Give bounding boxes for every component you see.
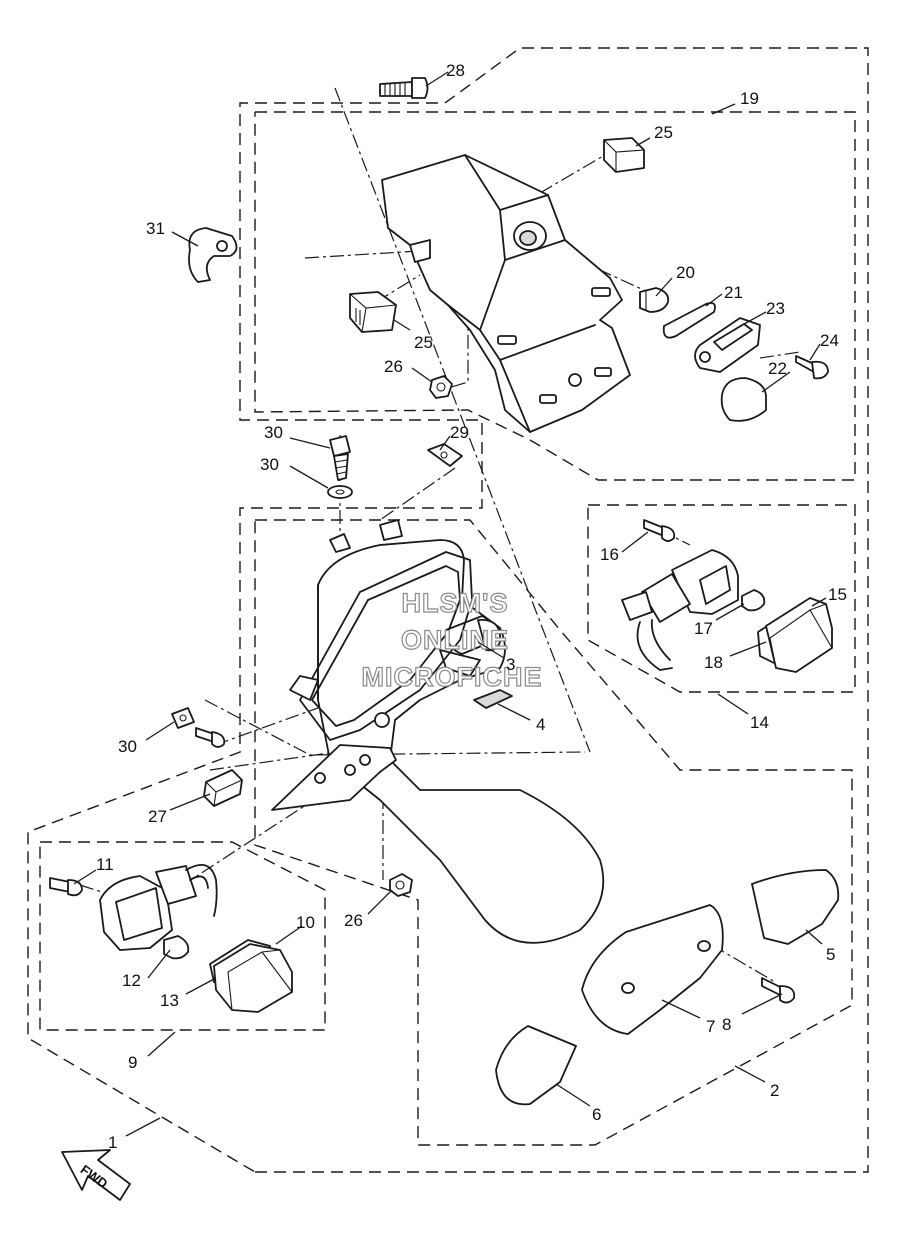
callout-labels: 28 19 25 31 20 21 23 25 24 26 22 30 29 3… [96, 61, 847, 1152]
callout-3: 3 [506, 655, 515, 674]
bolt-31 [329, 435, 351, 481]
boundary-group-9 [39, 841, 326, 1031]
lens-15 [765, 597, 833, 673]
gasket-21 [662, 302, 716, 339]
callout-22: 22 [768, 359, 787, 378]
callout-7: 7 [706, 1017, 715, 1036]
callout-33: 31 [146, 219, 165, 238]
callout-17: 17 [694, 619, 713, 638]
callout-11: 11 [96, 855, 114, 874]
bulb-20 [639, 287, 670, 313]
assembly-boundaries [27, 47, 869, 1173]
bolt-29 [379, 77, 429, 99]
nut-clip-30-upper [427, 443, 463, 467]
leader-lines [73, 71, 827, 1137]
tail-bulb-socket-3 [439, 615, 501, 677]
callout-8: 8 [722, 1015, 731, 1034]
forward-direction-arrow: FWD [61, 1149, 131, 1201]
screw-11 [49, 877, 83, 897]
rubber-pad-4 [473, 689, 513, 709]
flasher-body-14 [621, 549, 739, 671]
bulb-17 [741, 589, 766, 612]
callout-21: 21 [724, 283, 743, 302]
boundary-group-14 [587, 504, 856, 693]
nut-27 [389, 873, 413, 897]
screw-16 [643, 519, 676, 542]
watermark: HLSM'S ONLINE MICROFICHE [361, 587, 543, 692]
bulb-12 [163, 935, 190, 960]
washer-32 [327, 485, 353, 499]
watermark-line-3: MICROFICHE [362, 662, 543, 692]
callout-20: 20 [676, 263, 695, 282]
callout-28: 27 [148, 807, 167, 826]
callout-18: 18 [704, 653, 723, 672]
screw-24 [795, 355, 829, 380]
rubber-block-25-upper [603, 137, 645, 173]
boundary-group-19 [254, 111, 856, 481]
clamp-33 [188, 227, 238, 283]
callout-25-upper: 25 [654, 123, 673, 142]
callout-14: 14 [750, 713, 769, 732]
boundary-group-1 [27, 47, 869, 1173]
screw-30-lower [195, 727, 226, 748]
lens-22 [720, 377, 767, 422]
callout-10: 10 [296, 913, 315, 932]
tail-lamp-frame [289, 551, 473, 741]
callout-23: 23 [766, 299, 785, 318]
rubber-block-25-lower [349, 291, 397, 333]
callout-2: 2 [770, 1081, 779, 1100]
callout-29: 28 [446, 61, 465, 80]
watermark-line-1: HLSM'S [402, 588, 509, 618]
flasher-body-9 [99, 863, 218, 951]
nut-clip-30-lower [171, 707, 195, 729]
callout-26: 26 [384, 357, 403, 376]
rear-fender-2 [317, 519, 605, 944]
lamp-housing-23 [694, 317, 761, 373]
callout-16: 16 [600, 545, 619, 564]
nut-26 [429, 375, 453, 399]
callout-5: 5 [826, 945, 835, 964]
callout-31: 30 [264, 423, 283, 442]
mounting-plate [271, 744, 397, 811]
screw-8 [761, 977, 796, 1004]
callout-27: 26 [344, 911, 363, 930]
callout-32: 30 [260, 455, 279, 474]
bracket-19 [381, 154, 631, 433]
lens-10 [213, 943, 293, 1013]
callout-15: 15 [828, 585, 847, 604]
callout-1: 1 [108, 1133, 117, 1152]
rubber-block-28 [203, 769, 243, 807]
callout-9: 9 [128, 1053, 137, 1072]
callout-25-lower: 25 [414, 333, 433, 352]
reflector-5 [751, 869, 840, 945]
callout-30-upper: 29 [450, 423, 469, 442]
callout-24: 24 [820, 331, 839, 350]
boundary-group-2 [254, 519, 853, 1146]
reflector-6 [495, 1025, 577, 1106]
callout-12: 12 [122, 971, 141, 990]
callout-6: 6 [592, 1105, 601, 1124]
reflector-mount-7 [581, 904, 724, 1035]
callout-30-lower: 30 [118, 737, 137, 756]
callout-19: 19 [740, 89, 759, 108]
callout-13: 13 [160, 991, 179, 1010]
callout-4: 4 [536, 715, 545, 734]
